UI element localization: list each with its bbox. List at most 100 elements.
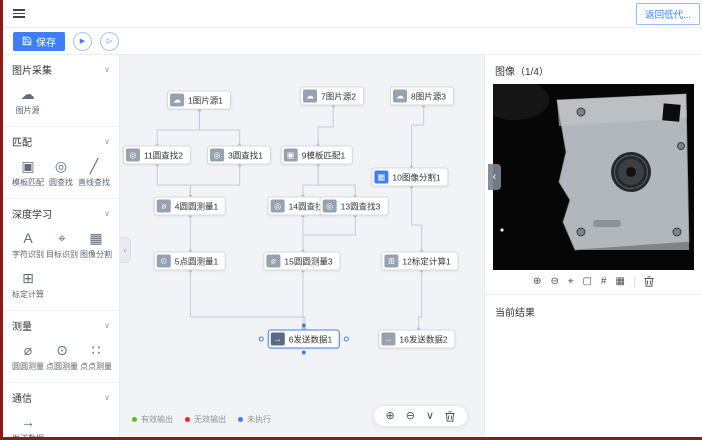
sidebar-section-header[interactable]: 深度学习∨ — [12, 206, 110, 221]
panel-divider — [485, 294, 702, 295]
play-icon: ▶ — [79, 38, 86, 45]
sidebar-item-label: 字符识别 — [12, 250, 44, 259]
flow-node-label: 5点圆测量1 — [174, 256, 219, 266]
sidebar-item[interactable]: ▦图像分割 — [80, 230, 112, 260]
sidebar-section-header[interactable]: 匹配∨ — [12, 134, 110, 149]
legend-dot — [238, 417, 243, 422]
sidebar-section: 测量 ∨ ⌀ 圆圆测量⊙点圆测量∷点点测量 — [3, 311, 119, 383]
sidebar-item-label: 圆圆测量 — [12, 362, 44, 371]
sidebar-item[interactable]: ╱直线查找 — [78, 158, 110, 188]
flow-edges — [155, 104, 426, 331]
flow-node[interactable]: ☁1图片源1 — [167, 90, 231, 110]
legend-item: 有效输出 — [132, 414, 173, 425]
image-panel-title: 图像（1/4） — [495, 67, 549, 78]
circle-circle-measure-icon: ⌀ — [23, 342, 33, 358]
flow-node[interactable]: →16发送数据2 — [378, 329, 456, 349]
send-data-icon: → — [21, 414, 35, 430]
flow-node[interactable]: ⊞12标定计算1 — [381, 251, 459, 271]
calibration-icon: ⊞ — [22, 270, 34, 286]
flow-node-label: 6发送数据1 — [288, 334, 333, 344]
flow-node[interactable]: ⌀15圆圆测量3 — [263, 251, 341, 271]
image-toolbar: ⊕ ⊖ ⌖ ▢ # ▦ — [485, 270, 702, 294]
flow-node[interactable]: ⊙5点圆测量1 — [153, 251, 227, 271]
flow-node[interactable]: →6发送数据1 — [258, 323, 350, 355]
legend-label: 无效输出 — [194, 415, 226, 424]
sidebar-section-header[interactable]: 通信∨ — [12, 390, 110, 405]
connector-handle[interactable] — [302, 350, 306, 355]
connector-handle[interactable] — [344, 336, 350, 341]
legend-item: 无效输出 — [185, 414, 226, 425]
menu-icon[interactable] — [13, 9, 25, 18]
point-circle-measure-icon: ⊙ — [56, 342, 68, 358]
step-run-button[interactable]: ▷ — [100, 31, 119, 51]
results-panel-title: 当前结果 — [495, 308, 535, 319]
save-button[interactable]: 保存 — [13, 31, 65, 51]
back-to-lowcode-button[interactable]: 返回低代... — [636, 2, 700, 25]
zoom-out-icon[interactable]: ⊖ — [405, 409, 415, 422]
sidebar-item[interactable]: ◎圆查找 — [46, 158, 76, 188]
image-source-icon: ☁ — [303, 89, 318, 103]
zoom-out-icon[interactable]: ⊖ — [550, 275, 559, 287]
sidebar-item-label: 目标识别 — [46, 250, 78, 259]
compare-icon[interactable]: ▦ — [615, 275, 625, 287]
connector-handle[interactable] — [258, 336, 264, 341]
point-circle-measure-icon: ⊙ — [156, 254, 171, 268]
sidebar-item[interactable]: ⊞标定计算 — [12, 270, 44, 300]
sidebar-item[interactable]: ▣模板匹配 — [12, 158, 44, 188]
fullscreen-icon[interactable]: ▢ — [582, 275, 592, 287]
action-toolbar: 保存 ▶ ▷ — [3, 28, 702, 55]
chevron-down-icon: ∨ — [104, 321, 110, 330]
chevron-down-icon: ∨ — [104, 65, 110, 74]
legend-dot — [132, 417, 137, 422]
sidebar-item[interactable]: ☁图片源 — [12, 86, 43, 116]
object-detect-icon: ⌖ — [58, 230, 66, 246]
sidebar-item[interactable]: ⊙点圆测量 — [46, 342, 78, 372]
sidebar-section-title: 测量 — [12, 322, 32, 333]
sidebar-section-title: 深度学习 — [12, 210, 52, 221]
sidebar-section-header[interactable]: 测量 ∨ — [12, 318, 110, 333]
sidebar-section-items: ☁图片源 — [12, 86, 110, 116]
flow-canvas[interactable]: ☁1图片源1☁7图片源2☁8图片源3◎11圆查找2◎3圆查找1▣9模板匹配1▦1… — [120, 55, 484, 437]
flow-node-label: 11圆查找2 — [143, 150, 184, 160]
flow-node[interactable]: ▦10图像分割1 — [371, 167, 449, 187]
flow-node-label: 9模板匹配1 — [301, 150, 346, 160]
circle-circle-measure-icon: ⌀ — [266, 254, 281, 268]
prev-image-button[interactable]: ‹ — [488, 164, 501, 190]
zoom-in-icon[interactable]: ⊕ — [533, 275, 542, 287]
sidebar-item[interactable]: ∷点点测量 — [80, 342, 112, 372]
flow-node[interactable]: ◎13圆查找3 — [319, 196, 389, 216]
sidebar-section-title: 匹配 — [12, 138, 32, 149]
flow-node-label: 4圆圆测量1 — [174, 201, 219, 211]
right-panel: 图像（1/4） — [484, 55, 702, 437]
flow-node[interactable]: ◎3圆查找1 — [207, 145, 271, 165]
flow-node[interactable]: ◎11圆查找2 — [122, 145, 192, 165]
zoom-in-icon[interactable]: ⊕ — [385, 409, 395, 422]
flow-node[interactable]: ☁7图片源2 — [300, 86, 364, 106]
sidebar-item[interactable]: ⌀ 圆圆测量 — [12, 342, 44, 372]
sidebar-section-header[interactable]: 图片采集∨ — [12, 62, 110, 77]
sidebar-item-label: 图像分割 — [80, 250, 112, 259]
sidebar-item[interactable]: ⌖ 目标识别 — [46, 230, 78, 260]
circle-find-icon: ◎ — [322, 199, 337, 213]
trash-icon[interactable] — [644, 276, 654, 287]
line-find-icon: ╱ — [89, 158, 99, 174]
trash-icon[interactable] — [445, 410, 455, 422]
flow-node[interactable]: ☁8图片源3 — [390, 86, 454, 106]
locate-icon[interactable]: ⌖ — [567, 275, 574, 287]
sidebar-item-label: 点点测量 — [80, 362, 112, 371]
sidebar-section-title: 通信 — [12, 394, 32, 405]
connector-handle[interactable] — [302, 323, 306, 328]
flow-node-label: 15圆圆测量3 — [284, 256, 333, 266]
grid-icon[interactable]: # — [600, 275, 607, 287]
flow-node[interactable]: ⌀4圆圆测量1 — [153, 196, 227, 216]
flow-node[interactable]: ▣9模板匹配1 — [280, 145, 354, 165]
sidebar-item[interactable]: →发送数据 — [12, 414, 44, 437]
run-button[interactable]: ▶ — [73, 31, 92, 51]
collapse-sidebar-handle[interactable]: ‹ — [120, 237, 131, 263]
legend-dot — [185, 417, 190, 422]
sidebar-section-items: →发送数据 — [12, 414, 110, 437]
send-data-icon: → — [381, 332, 396, 346]
chevron-down-icon[interactable]: ∨ — [425, 409, 434, 422]
